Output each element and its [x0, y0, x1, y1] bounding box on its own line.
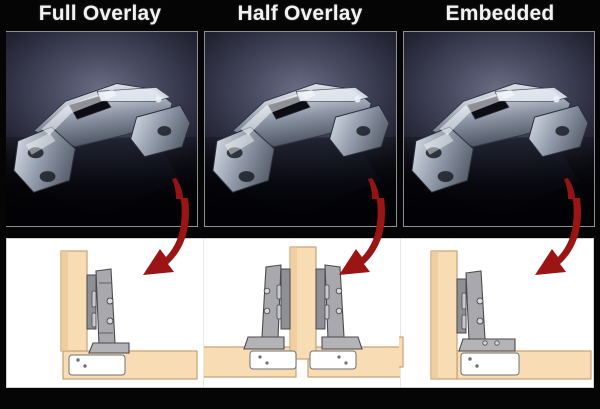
diagram-half-overlay [203, 239, 401, 387]
hinge-illustration-2 [205, 32, 396, 226]
diagram-embedded [399, 239, 595, 387]
hinge-photo-embedded [403, 31, 595, 227]
diagram-panel [6, 238, 594, 388]
frame-edge-left [0, 28, 6, 409]
frame-edge-right [595, 28, 600, 409]
frame-edge-bottom [0, 388, 600, 409]
hinge-photo-half-overlay [204, 31, 397, 227]
hinge-illustration-1 [6, 32, 197, 226]
hinge-illustration-3 [404, 32, 594, 226]
column-title-embedded: Embedded [445, 2, 555, 25]
hinge-photo-full-overlay [5, 31, 198, 227]
column-title-half-overlay: Half Overlay [237, 2, 363, 25]
column-title-full-overlay: Full Overlay [38, 2, 162, 25]
photo-row [0, 28, 600, 230]
title-row: Full Overlay Half Overlay Embedded [0, 0, 600, 28]
diagram-full-overlay [7, 239, 203, 387]
